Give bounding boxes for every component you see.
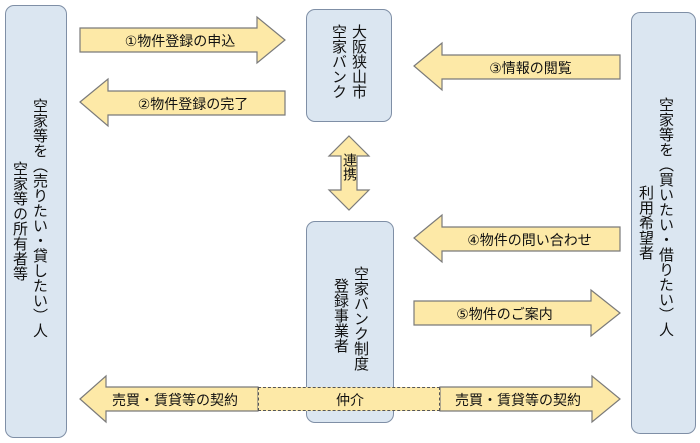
- arrow-contract-right: [439, 374, 621, 424]
- broker-label: 仲介: [336, 393, 364, 409]
- contract-left-label: 売買・賃貸等の契約: [112, 393, 238, 409]
- step5-label: ⑤物件のご案内: [456, 307, 553, 323]
- step3-label: ③情報の閲覧: [489, 61, 572, 77]
- arrow-step3: [413, 41, 621, 92]
- right-party-box: 空家等を（買いたい・借りたい）人 利用希望者: [631, 12, 696, 434]
- step2-label: ②物件登録の完了: [137, 97, 249, 113]
- akiya-bank-title: 大阪狭山市: [350, 24, 368, 99]
- akiya-bank-subtitle: 空家バンク: [330, 24, 348, 99]
- left-party-label: 空家等を（売りたい・貸したい）人: [31, 98, 49, 338]
- arrow-step5: [413, 288, 621, 338]
- registered-operator-subtitle: 登録事業者: [332, 278, 350, 353]
- left-party-box: 空家等を（売りたい・貸したい）人 空家等の所有者等: [5, 5, 67, 438]
- akiya-bank-box: 大阪狭山市 空家バンク: [306, 9, 392, 122]
- broker-box: [258, 387, 440, 411]
- registered-operator-title: 空家バンク制度: [352, 266, 370, 371]
- step1-label: ①物件登録の申込: [124, 34, 236, 50]
- arrow-link: [327, 135, 371, 211]
- right-party-sublabel: 利用希望者: [637, 185, 655, 260]
- left-party-sublabel: 空家等の所有者等: [11, 161, 29, 281]
- arrow-step1: [79, 15, 286, 65]
- right-party-label: 空家等を（買いたい・借りたい）人: [657, 97, 675, 337]
- arrow-step2: [79, 77, 286, 128]
- step4-label: ④物件の問い合わせ: [467, 233, 592, 249]
- link-label: 連携: [341, 153, 357, 181]
- contract-right-label: 売買・賃貸等の契約: [455, 393, 581, 409]
- arrow-step4: [413, 213, 621, 264]
